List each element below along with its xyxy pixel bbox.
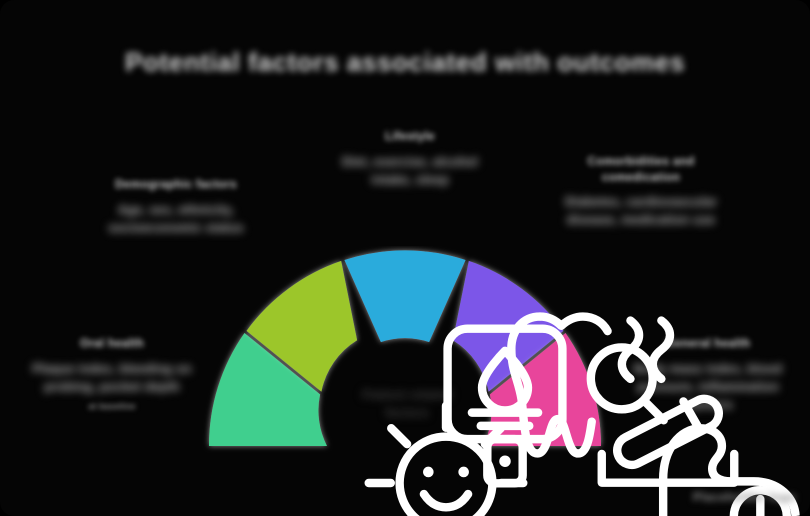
factor-node-oral-health-subtext: at baseline <box>88 400 136 411</box>
factor-node-comorbidities-body: Diabetes, cardiovascular disease, medica… <box>564 195 718 228</box>
factor-node-oral-health: Oral health Plaque index, bleeding on pr… <box>16 337 208 411</box>
factor-node-lifestyle: Lifestyle Diet, exercise, alcohol intake… <box>316 130 504 189</box>
factor-node-oral-health-body: Plaque index, bleeding on probing, pocke… <box>32 361 192 394</box>
segmented-arc-diagram <box>196 246 800 516</box>
watermark-logo: Placeholder logo <box>692 490 796 504</box>
factor-node-oral-health-heading: Oral health <box>80 338 144 350</box>
factor-node-comorbidities-heading: Comorbidities and comedication <box>587 156 695 184</box>
factor-node-demographic-heading: Demographic factors <box>115 179 237 191</box>
factor-node-lifestyle-heading: Lifestyle <box>385 131 435 143</box>
arc-segment-sun-mood[interactable] <box>208 333 327 446</box>
arc-segment-glucose[interactable] <box>246 260 358 392</box>
factor-node-general-health-body: Body mass index, blood pressure, inflamm… <box>633 361 783 412</box>
factor-node-general-health: General health Body mass index, blood pr… <box>612 337 804 414</box>
factor-node-demographic: Demographic factors Age, sex, ethnicity,… <box>78 178 274 237</box>
factor-node-lifestyle-body: Diet, exercise, alcohol intake, sleep <box>342 154 478 187</box>
page-title: Potential factors associated with outcom… <box>125 47 685 77</box>
factor-node-comorbidities: Comorbidities and comedication Diabetes,… <box>538 155 744 229</box>
factor-node-demographic-body: Age, sex, ethnicity, socioeconomic statu… <box>108 202 244 235</box>
arc-segment-dental[interactable] <box>344 250 466 343</box>
factor-node-general-health-heading: General health <box>665 338 751 350</box>
